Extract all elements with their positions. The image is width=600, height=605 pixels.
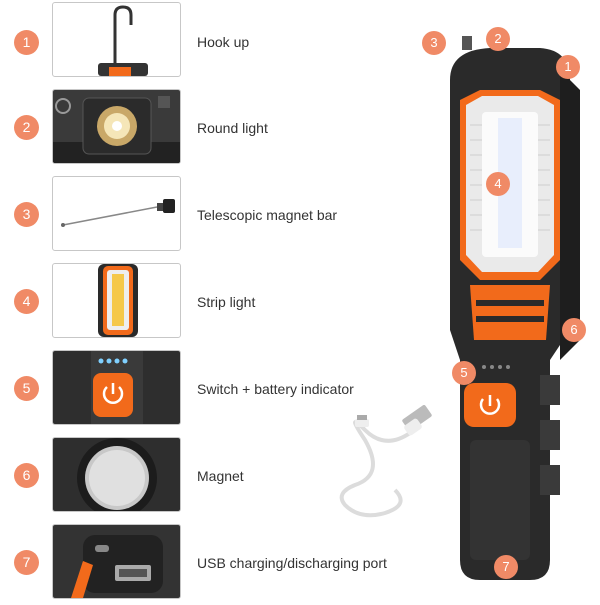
feature-row-hook: 1 Hook up: [0, 2, 420, 80]
feature-label: Hook up: [197, 34, 250, 50]
feature-number-badge: 2: [14, 115, 39, 140]
work-light-illustration: [450, 36, 580, 580]
usb-cable-icon: [339, 405, 432, 518]
callout-badge: 3: [422, 31, 446, 55]
callout-badge: 2: [486, 27, 510, 51]
feature-number-badge: 4: [14, 289, 39, 314]
feature-label: Round light: [197, 120, 268, 136]
magnet-thumbnail: [52, 437, 181, 512]
usb-port-icon: [53, 525, 180, 598]
hook-thumbnail: [52, 2, 181, 77]
strip-light-thumbnail: [52, 263, 181, 338]
feature-row-magnet: 6 Magnet: [0, 437, 420, 515]
feature-label: Switch + battery indicator: [197, 381, 354, 397]
callout-badge: 4: [486, 172, 510, 196]
feature-number-badge: 7: [14, 550, 39, 575]
feature-label: Telescopic magnet bar: [197, 207, 338, 223]
feature-row-switch: 5 Switch + battery indicator: [0, 350, 420, 428]
work-light-product: 3 2 1 4 6 5 7: [420, 0, 600, 600]
feature-number-badge: 1: [14, 30, 39, 55]
strip-light-icon: [98, 264, 138, 337]
power-icon: [53, 351, 180, 424]
callout-badge: 5: [452, 361, 476, 385]
feature-label: USB charging/discharging port: [197, 555, 387, 571]
feature-row-magnet-bar: 3 Telescopic magnet bar: [0, 176, 420, 254]
magnet-bar-icon: [61, 199, 175, 227]
callout-badge: 6: [562, 318, 586, 342]
feature-row-round-light: 2 Round light: [0, 89, 420, 167]
feature-row-strip-light: 4 Strip light: [0, 263, 420, 341]
magnet-bar-thumbnail: [52, 176, 181, 251]
feature-row-usb: 7 USB charging/discharging port: [0, 524, 420, 602]
round-light-icon: [53, 90, 180, 163]
feature-number-badge: 3: [14, 202, 39, 227]
hook-icon: [98, 5, 148, 76]
callout-badge: 7: [494, 555, 518, 579]
round-light-thumbnail: [52, 89, 181, 164]
feature-number-badge: 5: [14, 376, 39, 401]
usb-thumbnail: [52, 524, 181, 599]
feature-number-badge: 6: [14, 463, 39, 488]
callout-badge: 1: [556, 55, 580, 79]
feature-label: Strip light: [197, 294, 256, 310]
magnet-icon: [53, 438, 180, 511]
feature-label: Magnet: [197, 468, 244, 484]
switch-thumbnail: [52, 350, 181, 425]
